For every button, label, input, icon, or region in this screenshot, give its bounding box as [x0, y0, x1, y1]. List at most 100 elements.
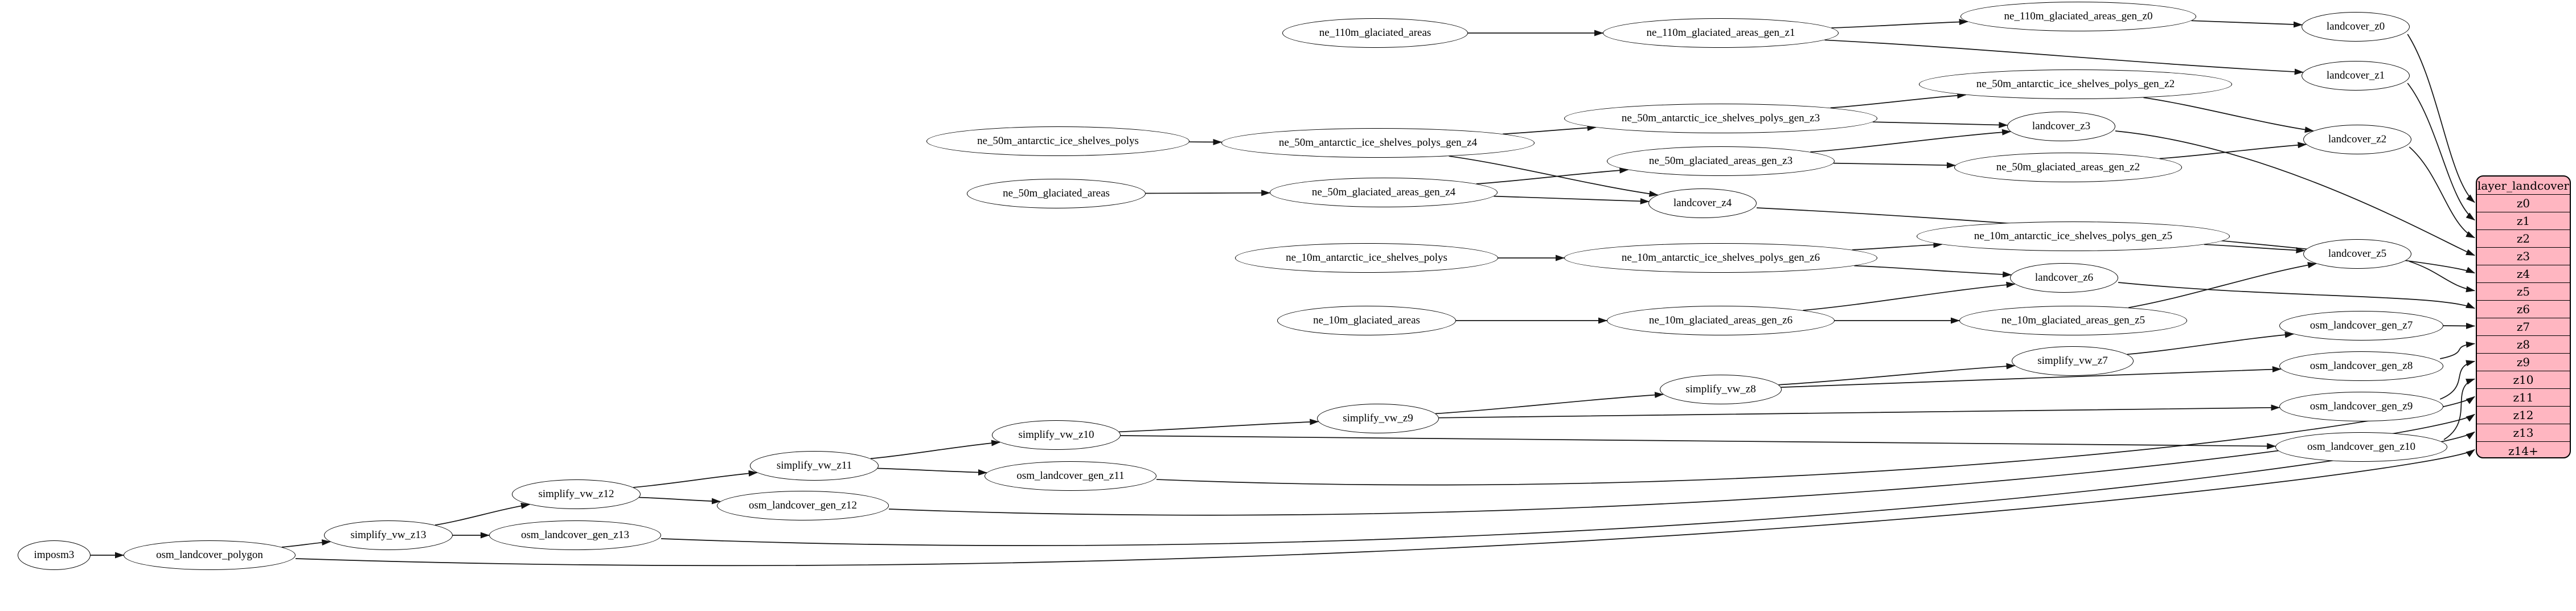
node-ne-110m-glaciated-areas-gen-z1: ne_110m_glaciated_areas_gen_z1 [1603, 18, 1839, 48]
edge-simplify-vw-z7-to-osm-landcover-gen-z7 [2127, 331, 2294, 355]
table-row-z13: z13 [2477, 424, 2570, 442]
node-label: ne_110m_glaciated_areas [1319, 27, 1431, 39]
edge-simplify-vw-z8-to-osm-landcover-gen-z8 [1781, 366, 2282, 388]
table-row-z0: z0 [2477, 195, 2570, 212]
node-ne-10m-antarctic-ice-shelves-polys-gen-z6: ne_10m_antarctic_ice_shelves_polys_gen_z… [1564, 243, 1877, 273]
node-ne-50m-antarctic-ice-shelves-polys: ne_50m_antarctic_ice_shelves_polys [926, 126, 1189, 156]
node-osm-landcover-gen-z7: osm_landcover_gen_z7 [2279, 311, 2443, 341]
table-row-z4: z4 [2477, 265, 2570, 283]
node-label: landcover_z3 [2032, 120, 2091, 132]
node-simplify-vw-z9: simplify_vw_z9 [1317, 404, 1439, 433]
node-landcover-z5: landcover_z5 [2303, 239, 2411, 269]
edge-landcover-z4-to-row-z4 [1756, 207, 2475, 274]
node-simplify-vw-z10: simplify_vw_z10 [992, 420, 1121, 450]
node-label: ne_50m_antarctic_ice_shelves_polys_gen_z… [1976, 78, 2175, 90]
edge-ne-50m-antarctic-ice-shelves-polys-gen-z2-to-landcover-z2 [2143, 97, 2314, 133]
node-landcover-z2: landcover_z2 [2303, 125, 2411, 154]
node-label: osm_landcover_gen_z12 [749, 499, 857, 511]
edge-simplify-vw-z8-to-simplify-vw-z7 [1778, 363, 2016, 386]
edge-simplify-vw-z10-to-osm-landcover-gen-z10 [1120, 435, 2276, 449]
edge-ne-50m-antarctic-ice-shelves-polys-gen-z3-to-landcover-z3 [1872, 121, 2008, 129]
node-osm-landcover-gen-z12: osm_landcover_gen_z12 [717, 491, 889, 520]
edge-simplify-vw-z10-to-simplify-vw-z9 [1119, 419, 1319, 433]
node-osm-landcover-gen-z9: osm_landcover_gen_z9 [2279, 392, 2443, 421]
node-label: ne_50m_glaciated_areas_gen_z4 [1311, 186, 1456, 198]
node-label: ne_10m_antarctic_ice_shelves_polys_gen_z… [1974, 230, 2173, 242]
node-label: ne_10m_antarctic_ice_shelves_polys_gen_z… [1621, 252, 1820, 264]
node-ne-10m-antarctic-ice-shelves-polys: ne_10m_antarctic_ice_shelves_polys [1235, 243, 1498, 273]
edge-ne-50m-antarctic-ice-shelves-polys-gen-z4-to-landcover-z4 [1449, 155, 1659, 197]
node-label: ne_110m_glaciated_areas_gen_z1 [1646, 27, 1795, 39]
node-label: ne_50m_glaciated_areas_gen_z2 [1996, 161, 2140, 173]
node-label: simplify_vw_z12 [538, 488, 614, 500]
table-header: layer_landcover [2477, 177, 2570, 195]
edge-simplify-vw-z13-to-simplify-vw-z12 [434, 502, 530, 526]
table-row-z3: z3 [2477, 248, 2570, 265]
table-row-z1: z1 [2477, 212, 2570, 230]
edge-ne-50m-glaciated-areas-gen-z4-to-landcover-z4 [1494, 195, 1650, 204]
node-label: osm_landcover_gen_z11 [1016, 470, 1125, 482]
node-simplify-vw-z12: simplify_vw_z12 [512, 479, 641, 509]
node-ne-50m-glaciated-areas-gen-z4: ne_50m_glaciated_areas_gen_z4 [1270, 178, 1498, 207]
edge-simplify-vw-z9-to-osm-landcover-gen-z9 [1438, 404, 2280, 419]
node-osm-landcover-gen-z11: osm_landcover_gen_z11 [985, 461, 1156, 491]
node-label: ne_10m_antarctic_ice_shelves_polys [1286, 252, 1447, 264]
node-label: landcover_z5 [2328, 248, 2387, 260]
table-row-z14plus: z14+ [2508, 444, 2538, 458]
edge-landcover-z2-to-row-z2 [2409, 146, 2475, 239]
node-osm-landcover-gen-z10: osm_landcover_gen_z10 [2275, 432, 2447, 462]
edge-osm-landcover-gen-z13-to-row-z13 [661, 431, 2475, 546]
edge-ne-110m-glaciated-areas-gen-z1-to-ne-110m-glaciated-areas-gen-z0 [1831, 19, 1968, 28]
edge-ne-10m-glaciated-areas-gen-z6-to-landcover-z6 [1803, 281, 2016, 311]
edge-ne-10m-glaciated-areas-gen-z5-to-landcover-z5 [2128, 262, 2317, 309]
edge-landcover-z5-to-row-z5 [2409, 261, 2475, 293]
edge-simplify-vw-z9-to-simplify-vw-z8 [1435, 392, 1664, 415]
edge-simplify-vw-z12-to-osm-landcover-gen-z12 [639, 497, 721, 505]
node-label: simplify_vw_z11 [776, 460, 852, 471]
node-label: simplify_vw_z10 [1018, 429, 1094, 441]
node-label: simplify_vw_z9 [1343, 412, 1413, 424]
node-osm-landcover-gen-z8: osm_landcover_gen_z8 [2279, 351, 2443, 381]
table-row-z10: z10 [2477, 371, 2570, 389]
node-label: landcover_z4 [1673, 197, 1732, 209]
table-row-z6: z6 [2477, 301, 2570, 318]
edge-landcover-z3-to-row-z3 [2115, 130, 2475, 256]
node-ne-10m-antarctic-ice-shelves-polys-gen-z5: ne_10m_antarctic_ice_shelves_polys_gen_z… [1917, 222, 2230, 251]
node-label: osm_landcover_gen_z9 [2310, 400, 2413, 412]
node-simplify-vw-z11: simplify_vw_z11 [750, 451, 879, 481]
node-ne-50m-glaciated-areas-gen-z3: ne_50m_glaciated_areas_gen_z3 [1607, 146, 1835, 176]
node-simplify-vw-z13: simplify_vw_z13 [324, 520, 453, 550]
table-row-z5: z5 [2477, 283, 2570, 301]
node-ne-10m-glaciated-areas-gen-z6: ne_10m_glaciated_areas_gen_z6 [1607, 306, 1835, 335]
node-simplify-vw-z8: simplify_vw_z8 [1660, 375, 1782, 404]
node-ne-50m-antarctic-ice-shelves-polys-gen-z2: ne_50m_antarctic_ice_shelves_polys_gen_z… [1919, 69, 2232, 99]
edge-ne-10m-antarctic-ice-shelves-polys-gen-z5-to-landcover-z5 [2204, 244, 2306, 253]
node-landcover-z4: landcover_z4 [1648, 188, 1757, 218]
edge-ne-50m-glaciated-areas-gen-z4-to-ne-50m-glaciated-areas-gen-z3 [1476, 167, 1629, 184]
node-landcover-z3: landcover_z3 [2007, 112, 2115, 141]
edge-ne-110m-glaciated-areas-gen-z0-to-landcover-z0 [2191, 20, 2303, 28]
edge-ne-50m-antarctic-ice-shelves-polys-gen-z3-to-ne-50m-antarctic-ice-shelves-polys-gen-z2 [1830, 92, 1967, 109]
node-label: osm_landcover_gen_z8 [2310, 360, 2413, 372]
edge-osm-landcover-polygon-to-simplify-vw-z13 [281, 539, 331, 548]
node-landcover-z6: landcover_z6 [2010, 263, 2118, 293]
node-label: ne_50m_antarctic_ice_shelves_polys [977, 135, 1139, 147]
node-simplify-vw-z7: simplify_vw_z7 [2012, 346, 2134, 376]
node-landcover-z0: landcover_z0 [2302, 12, 2410, 42]
edge-landcover-z1-to-row-z1 [2407, 83, 2475, 221]
node-label: landcover_z0 [2326, 20, 2385, 32]
edge-simplify-vw-z11-to-osm-landcover-gen-z11 [877, 468, 987, 476]
node-ne-50m-antarctic-ice-shelves-polys-gen-z3: ne_50m_antarctic_ice_shelves_polys_gen_z… [1564, 104, 1877, 133]
edge-osm-landcover-gen-z8-to-row-z8 [2440, 341, 2475, 359]
node-label: simplify_vw_z13 [350, 529, 426, 541]
node-label: ne_50m_glaciated_areas [1003, 187, 1110, 199]
node-label: ne_50m_antarctic_ice_shelves_polys_gen_z… [1621, 112, 1820, 124]
edge-osm-landcover-polygon-to-row-z14plus [295, 449, 2475, 567]
node-label: landcover_z1 [2326, 69, 2385, 81]
edge-landcover-z6-to-row-z6 [2118, 282, 2475, 309]
node-label: ne_50m_antarctic_ice_shelves_polys_gen_z… [1278, 137, 1478, 149]
edge-ne-50m-glaciated-areas-gen-z3-to-ne-50m-glaciated-areas-gen-z2 [1833, 162, 1956, 169]
edge-simplify-vw-z12-to-simplify-vw-z11 [633, 470, 758, 488]
node-label: landcover_z2 [2328, 133, 2387, 145]
